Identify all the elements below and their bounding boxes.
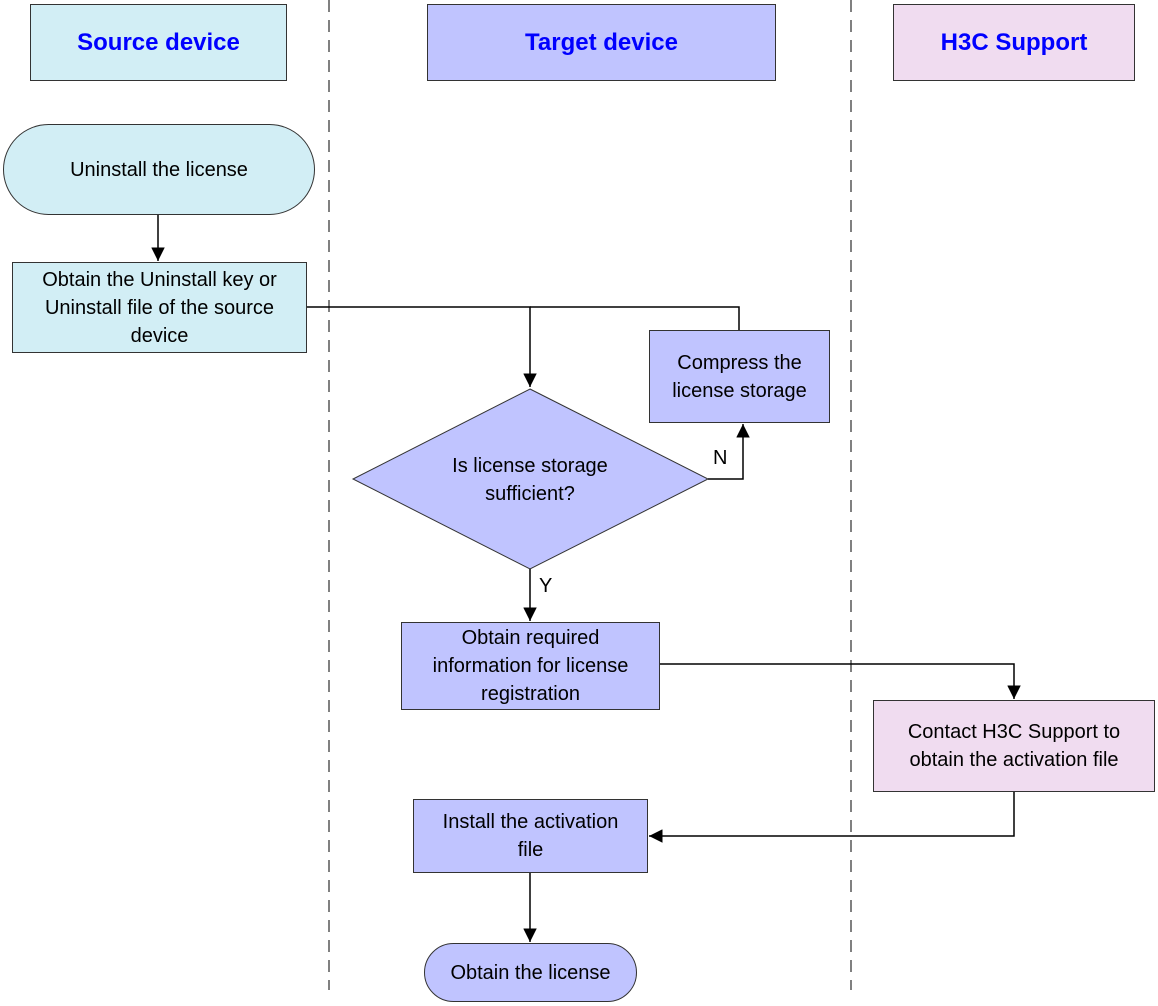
lane-header-support: H3C Support — [893, 4, 1135, 81]
edge-obtain-info-to-contact — [659, 663, 1021, 699]
node-contact-support: Contact H3C Support to obtain the activa… — [873, 700, 1155, 792]
node-obtain-license: Obtain the license — [424, 943, 637, 1002]
node-obtain-required-info: Obtain required information for license … — [401, 622, 660, 710]
node-compress-storage: Compress the license storage — [649, 330, 830, 423]
edge-obtain-key-to-decision — [307, 306, 537, 387]
edge-decision-no-to-compress — [708, 424, 750, 480]
node-decision-storage-sufficient: Is license storage sufficient? — [452, 455, 608, 505]
edge-label-yes: Y — [539, 575, 553, 597]
lane-header-source: Source device — [30, 4, 287, 81]
node-uninstall-license: Uninstall the license — [3, 124, 315, 215]
edge-compress-join — [530, 306, 740, 330]
edge-contact-to-install — [649, 791, 1015, 843]
edge-label-no: N — [713, 447, 728, 469]
node-obtain-uninstall-key: Obtain the Uninstall key or Uninstall fi… — [12, 262, 307, 353]
node-install-activation: Install the activation file — [413, 799, 648, 873]
lane-header-target: Target device — [427, 4, 776, 81]
